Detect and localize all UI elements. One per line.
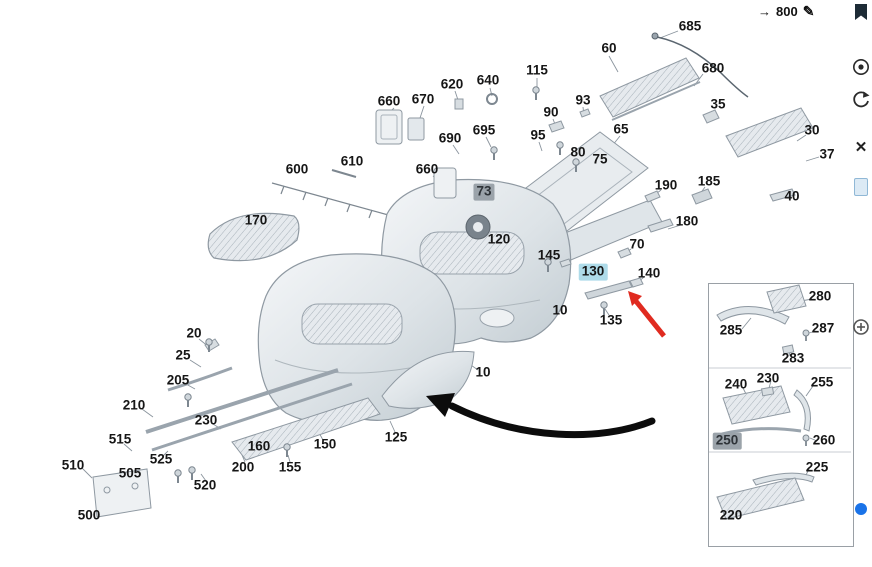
part-label[interactable]: 185 bbox=[697, 173, 721, 189]
part-label[interactable]: 115 bbox=[526, 62, 548, 78]
part-label[interactable]: 10 bbox=[475, 364, 491, 380]
part-label[interactable]: 287 bbox=[811, 320, 835, 336]
part-label[interactable]: 145 bbox=[537, 247, 561, 263]
jump-to-ref[interactable]: → 800 ✎ bbox=[758, 3, 814, 20]
lower-trims bbox=[145, 366, 381, 461]
part-label[interactable]: 25 bbox=[175, 347, 191, 363]
part-label[interactable]: 180 bbox=[675, 213, 699, 229]
grille-170 bbox=[207, 212, 300, 262]
partial-button[interactable] bbox=[850, 176, 872, 198]
part-label[interactable]: 35 bbox=[710, 96, 726, 112]
scroll-indicator-dot[interactable] bbox=[850, 498, 872, 520]
part-label[interactable]: 250 bbox=[712, 432, 742, 450]
part-label[interactable]: 150 bbox=[313, 436, 337, 452]
part-label[interactable]: 125 bbox=[384, 429, 408, 445]
part-label[interactable]: 95 bbox=[530, 127, 546, 143]
part-label[interactable]: 240 bbox=[724, 376, 748, 392]
part-label[interactable]: 10 bbox=[552, 302, 568, 318]
side-toolbar: ✕ bbox=[848, 0, 872, 567]
circle-icon[interactable] bbox=[850, 56, 872, 78]
part-label[interactable]: 283 bbox=[781, 350, 805, 366]
edit-icon[interactable]: ✎ bbox=[802, 3, 815, 19]
crossmember-60 bbox=[599, 57, 701, 121]
part-label[interactable]: 75 bbox=[592, 151, 608, 167]
part-label[interactable]: 93 bbox=[575, 92, 591, 108]
fasteners bbox=[174, 86, 608, 483]
part-label[interactable]: 600 bbox=[285, 161, 309, 177]
part-label[interactable]: 155 bbox=[278, 459, 302, 475]
part-label[interactable]: 225 bbox=[805, 459, 829, 475]
part-label[interactable]: 30 bbox=[804, 122, 820, 138]
part-label[interactable]: 20 bbox=[186, 325, 202, 341]
part-label[interactable]: 620 bbox=[440, 76, 464, 92]
part-label[interactable]: 255 bbox=[810, 374, 834, 390]
part-label[interactable]: 685 bbox=[678, 18, 702, 34]
part-label[interactable]: 190 bbox=[654, 177, 678, 193]
small-parts bbox=[204, 93, 796, 352]
beam-30 bbox=[725, 107, 814, 158]
hose-680 bbox=[651, 32, 749, 98]
part-label[interactable]: 120 bbox=[487, 231, 511, 247]
part-label[interactable]: 90 bbox=[543, 104, 559, 120]
part-label[interactable]: 500 bbox=[77, 507, 101, 523]
part-label[interactable]: 65 bbox=[613, 121, 629, 137]
bookmark-icon[interactable] bbox=[850, 1, 872, 23]
pointer-arrow-black bbox=[426, 393, 656, 439]
part-label[interactable]: 160 bbox=[247, 438, 271, 454]
part-label[interactable]: 660 bbox=[377, 93, 401, 109]
part-label[interactable]: 525 bbox=[149, 451, 173, 467]
part-label[interactable]: 640 bbox=[476, 72, 500, 88]
part-label[interactable]: 205 bbox=[166, 372, 190, 388]
part-label[interactable]: 610 bbox=[340, 153, 364, 169]
rotate-icon[interactable] bbox=[850, 88, 872, 110]
part-label[interactable]: 70 bbox=[629, 236, 645, 252]
part-label[interactable]: 285 bbox=[719, 322, 743, 338]
part-label[interactable]: 73 bbox=[473, 183, 495, 201]
part-label[interactable]: 210 bbox=[122, 397, 146, 413]
part-label[interactable]: 130 bbox=[578, 263, 608, 281]
jump-ref-number: 800 bbox=[776, 4, 798, 19]
part-label[interactable]: 170 bbox=[244, 212, 268, 228]
part-label[interactable]: 37 bbox=[819, 146, 835, 162]
trim-strip-600 bbox=[271, 169, 393, 219]
part-label[interactable]: 695 bbox=[472, 122, 496, 138]
part-label[interactable]: 220 bbox=[719, 507, 743, 523]
part-label[interactable]: 670 bbox=[411, 91, 435, 107]
part-label[interactable]: 80 bbox=[570, 144, 586, 160]
zoom-in-icon[interactable] bbox=[850, 316, 872, 338]
part-label[interactable]: 520 bbox=[193, 477, 217, 493]
part-label[interactable]: 230 bbox=[756, 370, 780, 386]
part-label[interactable]: 660 bbox=[415, 161, 439, 177]
part-label[interactable]: 690 bbox=[438, 130, 462, 146]
part-label[interactable]: 505 bbox=[118, 465, 142, 481]
part-label[interactable]: 140 bbox=[637, 265, 661, 281]
part-label[interactable]: 135 bbox=[599, 312, 623, 328]
part-label[interactable]: 200 bbox=[231, 459, 255, 475]
part-label[interactable]: 60 bbox=[601, 40, 617, 56]
close-icon[interactable]: ✕ bbox=[854, 139, 868, 156]
highlight-arrow-red bbox=[628, 291, 666, 338]
inset-parts bbox=[709, 284, 851, 520]
part-label[interactable]: 40 bbox=[784, 188, 800, 204]
part-label[interactable]: 510 bbox=[61, 457, 85, 473]
part-label[interactable]: 515 bbox=[108, 431, 132, 447]
emblem-120 bbox=[465, 214, 491, 240]
part-label[interactable]: 230 bbox=[194, 412, 218, 428]
part-label[interactable]: 280 bbox=[808, 288, 832, 304]
license-plate-500 bbox=[92, 468, 152, 518]
part-label[interactable]: 680 bbox=[701, 60, 725, 76]
part-label[interactable]: 260 bbox=[812, 432, 836, 448]
jump-arrow-icon: → bbox=[758, 4, 771, 19]
